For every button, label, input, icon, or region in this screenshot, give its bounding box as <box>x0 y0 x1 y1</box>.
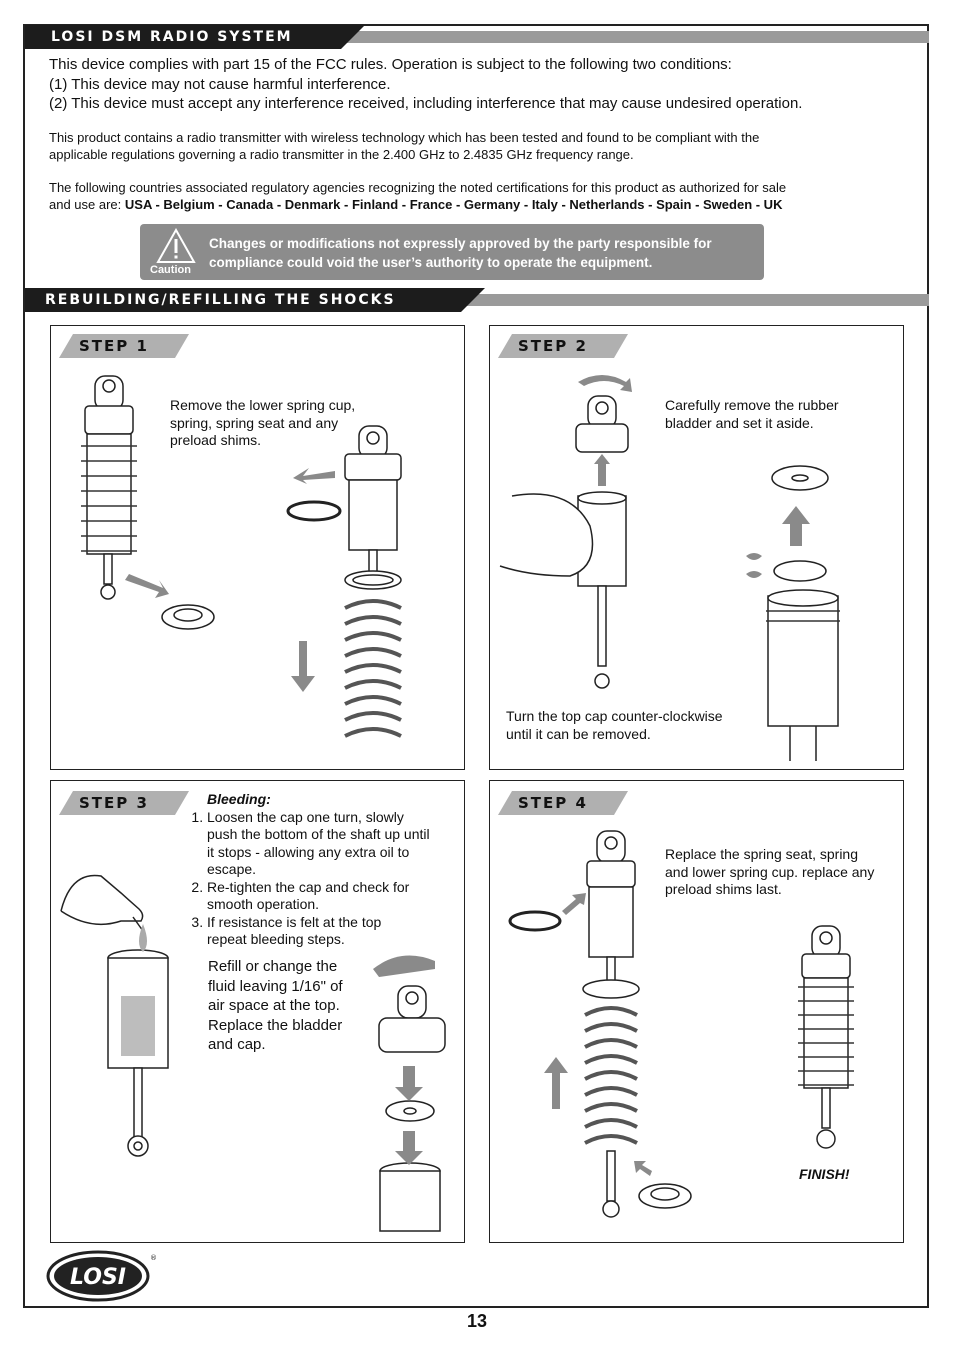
page-frame <box>23 24 929 1308</box>
step-4-tab: STEP 4 <box>498 791 628 815</box>
step-3-tab: STEP 3 <box>59 791 189 815</box>
section-title-shocks: REBUILDING/REFILLING THE SHOCKS <box>45 292 396 308</box>
caution-label: Caution <box>150 264 191 276</box>
fcc-line-1: This device complies with part 15 of the… <box>49 56 732 73</box>
section-header-shocks: REBUILDING/REFILLING THE SHOCKS <box>25 288 929 312</box>
radio-text-1: This product contains a radio transmitte… <box>49 130 760 145</box>
svg-text:®: ® <box>150 1254 157 1262</box>
step-1-panel: STEP 1 Remove the lower spring cup,sprin… <box>50 325 465 770</box>
step-1-illustration <box>81 375 402 738</box>
fcc-line-3: (2) This device must accept any interfer… <box>49 95 803 112</box>
step-1-tab: STEP 1 <box>59 334 189 358</box>
radio-text-2: applicable regulations governing a radio… <box>49 147 634 162</box>
fcc-line-2: (1) This device may not cause harmful in… <box>49 76 391 93</box>
step-2-tab: STEP 2 <box>498 334 628 358</box>
countries-text-1: The following countries associated regul… <box>49 180 787 195</box>
page-number: 13 <box>466 1311 488 1331</box>
svg-text:LOSI: LOSI <box>70 1265 126 1290</box>
step-4-illustration <box>508 830 854 1218</box>
step-3-panel: STEP 3 Bleeding: Loosen the cap one turn… <box>50 780 465 1243</box>
step-1-text: Remove the lower spring cup,spring, spri… <box>170 397 356 448</box>
countries-list: USA - Belgium - Canada - Denmark - Finla… <box>124 197 783 212</box>
section-header-radio: LOSI DSM RADIO SYSTEM <box>25 25 929 49</box>
caution-box: Caution Changes or modifications not exp… <box>140 224 764 280</box>
finish-label: FINISH! <box>799 1166 850 1182</box>
losi-logo: LOSI ® <box>46 1250 157 1302</box>
caution-text: Changes or modifications not expressly a… <box>209 236 712 270</box>
step-3-bleeding: Bleeding: Loosen the cap one turn, slowl… <box>189 791 459 949</box>
step-3-illustration <box>60 874 446 1232</box>
section-title-radio: LOSI DSM RADIO SYSTEM <box>51 29 293 45</box>
countries-text-2: and use are: USA - Belgium - Canada - De… <box>49 197 783 212</box>
step-2-illustration <box>499 375 840 761</box>
warning-icon <box>156 228 196 263</box>
